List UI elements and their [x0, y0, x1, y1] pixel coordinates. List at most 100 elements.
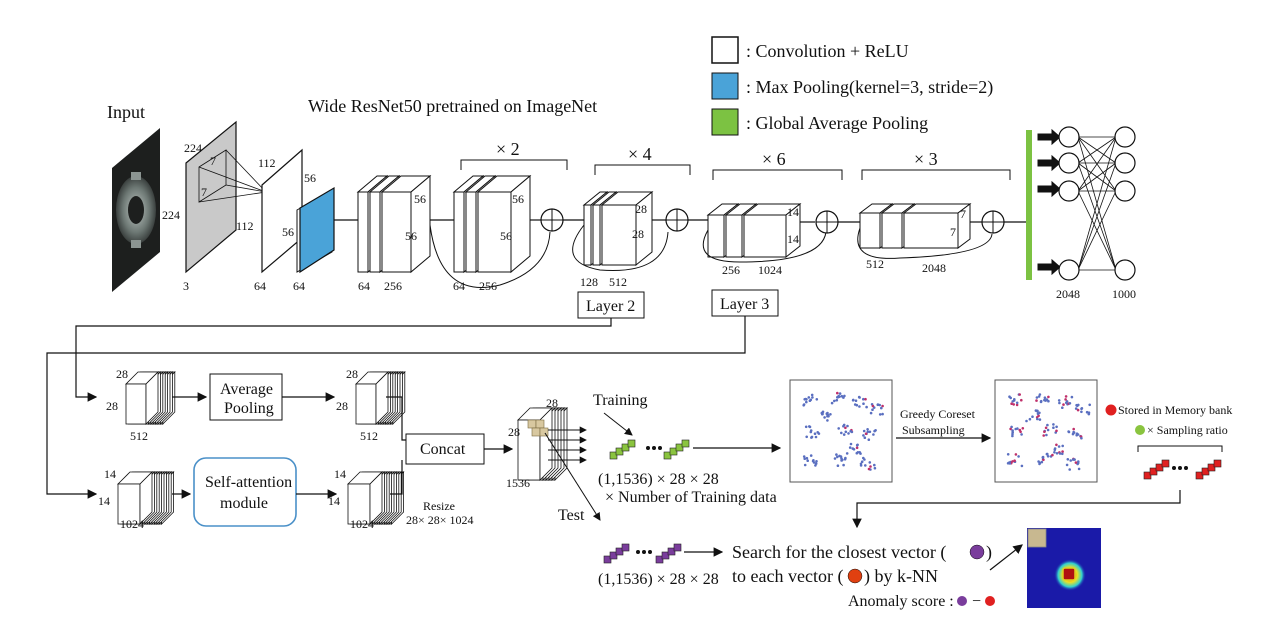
layer3-tag-box	[711, 289, 779, 317]
scatter-point	[872, 433, 875, 436]
scatter-point	[863, 458, 866, 461]
scatter-point	[837, 427, 840, 430]
scatter-point	[1020, 464, 1024, 468]
legend-conv-text: : Convolution + ReLU	[746, 41, 909, 61]
coreset-scatter	[994, 379, 1098, 483]
scatter-point	[1044, 426, 1048, 430]
scatter-point	[858, 451, 861, 454]
scatter-point	[867, 467, 871, 471]
scatter-point	[1042, 434, 1045, 437]
scatter-point	[1058, 452, 1062, 455]
scatter-point	[862, 429, 866, 433]
scatter-point	[844, 430, 848, 434]
scatter-point	[826, 411, 829, 415]
layer3-tag: Layer 3	[720, 296, 769, 313]
self-attention-label-2: module	[220, 495, 268, 512]
scatter-point	[868, 430, 872, 434]
scatter-point	[823, 416, 826, 419]
feature-slice	[369, 471, 383, 525]
scatter-point	[813, 432, 817, 436]
scatter-point	[802, 404, 805, 407]
scatter-point	[1009, 427, 1012, 431]
scatter-point	[1040, 460, 1044, 464]
search-text-4: ) by k-NN	[864, 566, 938, 587]
stage1-w-label: 56	[405, 229, 417, 243]
stage4-h-label: 7	[960, 207, 966, 221]
scatter-point	[1037, 460, 1040, 463]
scatter-point	[864, 397, 867, 401]
scatter-point	[868, 461, 872, 464]
scatter-point	[1045, 433, 1048, 437]
scatter-point	[860, 460, 864, 464]
feature-slice	[355, 383, 377, 425]
scatter-point	[1011, 432, 1014, 436]
scatter-point	[842, 433, 846, 436]
stage1-block: 56 56 64 256	[356, 174, 432, 293]
stage4-c1-label: 512	[866, 257, 884, 271]
scatter-point	[881, 404, 884, 408]
scatter-point	[1077, 467, 1081, 471]
scatter-point	[1061, 444, 1064, 448]
scatter-point	[1057, 445, 1061, 448]
scatter-point	[1058, 401, 1061, 405]
feature-slice	[375, 371, 389, 425]
coreset-label-1: Greedy Coreset	[900, 407, 976, 421]
l3-stack-h: 14	[104, 467, 116, 481]
scatter-point	[1052, 423, 1055, 426]
scatter-point	[1080, 410, 1083, 414]
kernel-h-label: 7	[210, 154, 216, 168]
scatter-point	[826, 419, 829, 422]
scatter-point	[1077, 460, 1080, 463]
scatter-point	[1068, 468, 1071, 471]
scatter-point	[1044, 399, 1047, 402]
scatter-point	[833, 457, 837, 460]
avg-pool-label-2: Pooling	[224, 400, 274, 417]
scatter-point	[1038, 462, 1041, 466]
vector-cell	[621, 543, 630, 552]
scatter-point	[1037, 395, 1041, 398]
scatter-point	[815, 398, 819, 401]
scatter-point	[1046, 428, 1050, 432]
backbone-title: Wide ResNet50 pretrained on ImageNet	[308, 96, 597, 116]
scatter-point	[1021, 427, 1025, 430]
legend-gap-text: : Global Average Pooling	[746, 113, 928, 133]
scatter-point	[1009, 396, 1012, 400]
vector-cell	[1143, 471, 1152, 480]
memory-vector-purple-dot	[969, 544, 985, 560]
fc-network: 2048 1000	[1037, 126, 1136, 301]
stage1-c1-label: 64	[358, 279, 370, 293]
l3-out-w: 14	[328, 494, 340, 508]
legend-swatch-maxpool	[711, 72, 739, 100]
scatter-point	[881, 412, 884, 416]
coreset-label-2: Subsampling	[902, 423, 965, 437]
scatter-point	[835, 453, 838, 456]
scatter-point	[808, 425, 811, 428]
vector-cell	[663, 451, 672, 460]
scatter-point	[871, 404, 875, 408]
scatter-point	[1055, 443, 1058, 447]
l2-out-h: 28	[346, 367, 358, 381]
scatter-point	[1010, 402, 1013, 406]
scatter-point	[864, 432, 868, 436]
scatter-point	[814, 435, 818, 439]
stage1-c2-label: 256	[384, 279, 402, 293]
stage2-block: 28 28 128 512	[580, 190, 654, 289]
scatter-point	[1080, 407, 1083, 411]
anomaly-red-dot	[985, 596, 995, 606]
scatter-point	[855, 451, 859, 455]
scatter-point	[1055, 452, 1059, 455]
stage2-c1-label: 128	[580, 275, 598, 289]
stage4-block: 7 7 512 2048	[858, 203, 972, 275]
scatter-point	[1088, 403, 1091, 407]
pool-c-label: 64	[293, 279, 305, 293]
feature-slice	[145, 371, 159, 425]
vector-cell	[1213, 459, 1222, 468]
training-vectors	[609, 439, 690, 460]
vector-cell	[609, 551, 618, 560]
global-avg-pool-bar	[1026, 130, 1032, 280]
layer3-attended-stack: 14 14 1024	[328, 467, 405, 531]
scatter-point	[1042, 458, 1045, 462]
stage1-rep-c1-label: 64	[453, 279, 465, 293]
anomaly-minus: −	[972, 593, 981, 610]
vector-cell	[1155, 463, 1164, 472]
